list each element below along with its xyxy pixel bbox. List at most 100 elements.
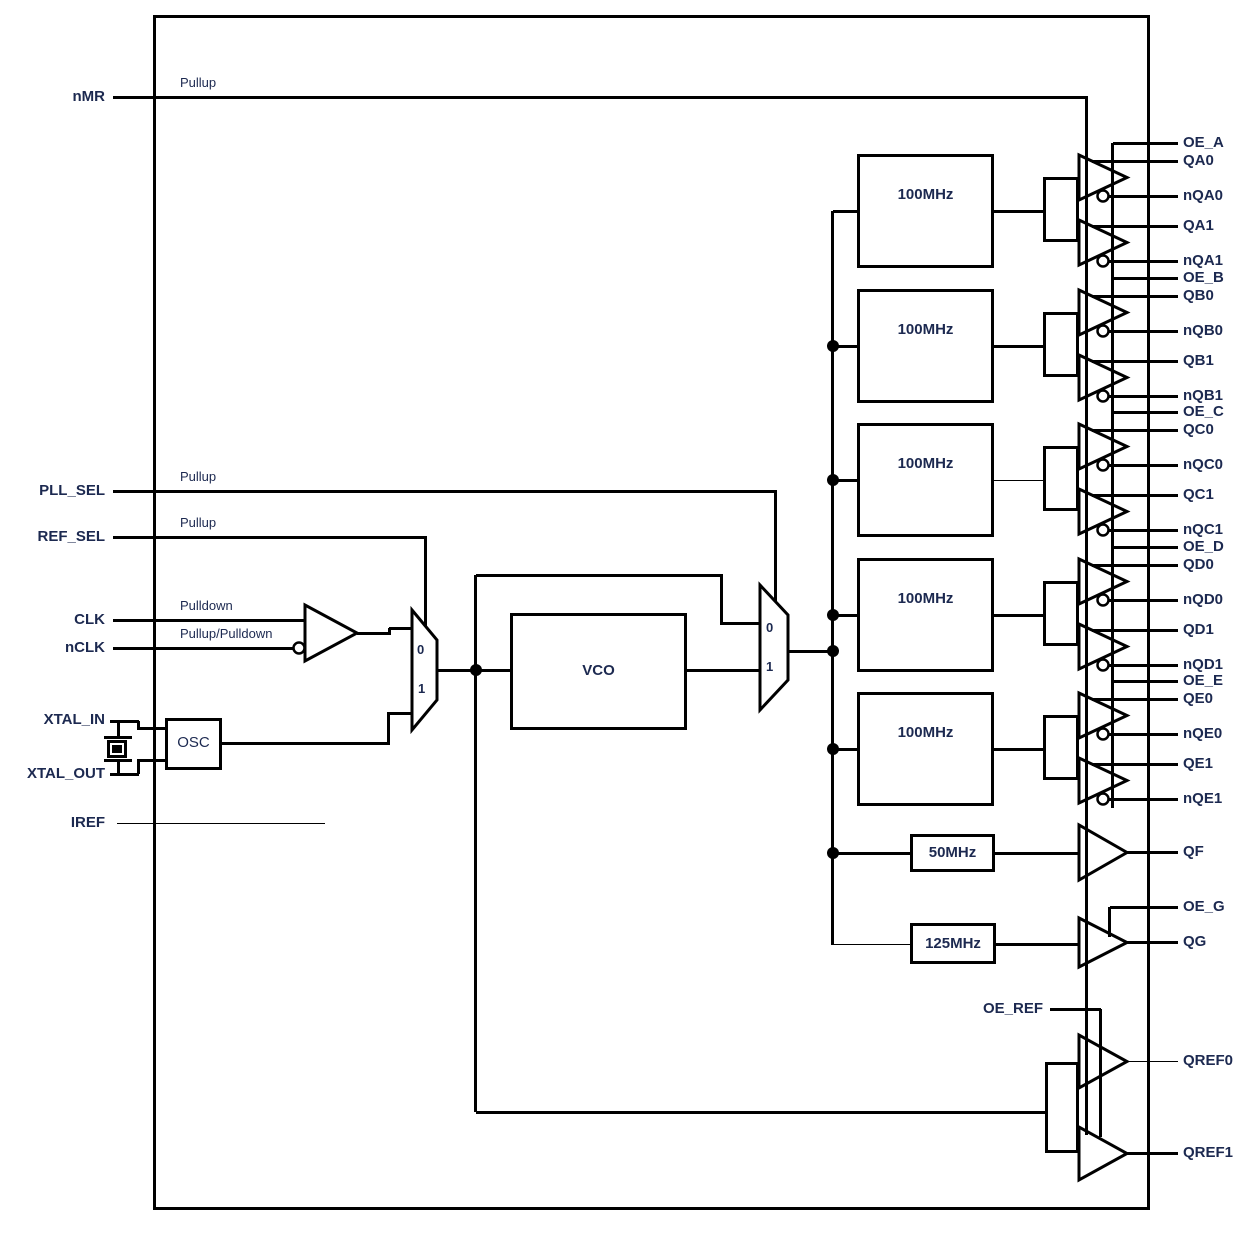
vco-block (510, 613, 687, 730)
pin-ref-sel: REF_SEL (37, 528, 105, 545)
clk-annotation: Pulldown (180, 598, 233, 613)
wire-nq1 (1109, 664, 1178, 667)
wire-q1 (1092, 225, 1178, 228)
wire-pll-sel (113, 490, 777, 493)
pin-q1: QE1 (1183, 755, 1214, 772)
wire-oe-vertical (1111, 278, 1114, 412)
wire-qg (1127, 941, 1178, 944)
crystal-lead (117, 721, 120, 737)
pin-nq0: nQA0 (1183, 187, 1224, 204)
pin-nq1: nQC1 (1183, 521, 1224, 538)
wire-50mhz-out (995, 852, 1079, 855)
divider-100mhz-block (857, 154, 994, 268)
chip-boundary (153, 15, 1150, 1210)
pin-qref1: QREF1 (1183, 1144, 1234, 1161)
crystal-core (112, 745, 122, 753)
divider-100mhz-label: 100MHz (897, 321, 954, 338)
wire-q0 (1092, 698, 1178, 701)
fanout-bracket (1043, 177, 1079, 242)
wire-oe-ref (1050, 1008, 1101, 1011)
wire-xtal-in (137, 721, 140, 729)
wire-buffer-out (388, 628, 391, 633)
wire-xtal-out (110, 773, 139, 776)
wire-xtal-out (137, 760, 140, 774)
wire-divider-in (833, 748, 857, 751)
wire-main-junction-vertical (474, 575, 477, 1112)
pin-nmr: nMR (72, 88, 106, 105)
wire-nq1 (1109, 798, 1178, 801)
fanout-bracket (1043, 446, 1079, 511)
wire-q1 (1092, 763, 1178, 766)
wire-xtal-in (137, 727, 165, 730)
wire-osc-out (222, 742, 390, 745)
pin-nq0: nQC0 (1183, 456, 1224, 473)
pin-q1: QC1 (1183, 486, 1214, 503)
wire-iref (117, 823, 325, 824)
wire-ref-sel-vertical (424, 537, 427, 626)
wire-nmr (113, 96, 1088, 99)
wire-pll-bypass (476, 574, 723, 577)
wire-divider-out (994, 210, 1043, 213)
wire-oe-vertical (1111, 681, 1114, 808)
wire-q0 (1092, 564, 1178, 567)
wire-pll-bypass (720, 622, 760, 625)
wire-q1 (1092, 629, 1178, 632)
pin-nq0: nQE0 (1183, 725, 1223, 742)
wire-divider-in (833, 345, 857, 348)
wire-pll-bypass (720, 575, 723, 624)
wire-oe-vertical (1111, 412, 1114, 547)
wire-q1 (1092, 360, 1178, 363)
divider-100mhz-block (857, 692, 994, 806)
pin-nq1: nQA1 (1183, 252, 1224, 269)
wire-nq1 (1109, 260, 1178, 263)
wire-ref-sel (113, 536, 427, 539)
nmr-annotation: Pullup (180, 75, 217, 90)
wire-qref0 (1127, 1061, 1178, 1062)
nclk-annotation: Pullup/Pulldown (180, 626, 273, 641)
pin-nq0: nQD0 (1183, 591, 1224, 608)
wire-125mhz-out (996, 943, 1079, 946)
pin-q0: QD0 (1183, 556, 1214, 573)
wire-distribution-vertical (831, 211, 834, 945)
wire-oe (1113, 546, 1178, 549)
wire-divider-out (994, 480, 1043, 481)
divider-100mhz-label: 100MHz (897, 186, 954, 203)
wire-divider-out (994, 748, 1043, 751)
pin-q0: QE0 (1183, 690, 1214, 707)
wire-buffer-out (389, 627, 412, 630)
wire-nq1 (1109, 395, 1178, 398)
divider-100mhz-block (857, 423, 994, 537)
pin-nq1: nQD1 (1183, 656, 1224, 673)
osc-label: OSC (177, 734, 210, 751)
ref-mux-input0-label: 0 (417, 642, 425, 657)
wire-divider-in (833, 614, 857, 617)
divider-100mhz-label: 100MHz (897, 724, 954, 741)
wire-oe (1113, 277, 1178, 280)
wire-nq1 (1109, 529, 1178, 532)
wire-nmr-vertical (1085, 97, 1088, 1135)
wire-125mhz-in (834, 944, 910, 945)
wire-vco-out (687, 669, 760, 672)
wire-xtal-out (137, 759, 165, 762)
crystal-lead (117, 760, 120, 774)
wire-qref1 (1127, 1152, 1178, 1155)
wire-buffer-out (357, 632, 391, 635)
osc-block (165, 718, 222, 770)
pin-oe: OE_C (1183, 403, 1224, 420)
wire-nclk (113, 647, 294, 650)
pin-q1: QD1 (1183, 621, 1214, 638)
pin-qref0: QREF0 (1183, 1052, 1234, 1069)
divider-125mhz-label: 125MHz (925, 935, 981, 952)
wire-nq0 (1109, 464, 1178, 467)
ref-sel-annotation: Pullup (180, 515, 217, 530)
wire-nq0 (1109, 599, 1178, 602)
pin-q0: QA0 (1183, 152, 1214, 169)
wire-nq0 (1109, 330, 1178, 333)
wire-oe-ref-vertical (1099, 1009, 1102, 1137)
vco-label: VCO (582, 662, 615, 679)
pin-q0: QB0 (1183, 287, 1214, 304)
pin-xtal-out: XTAL_OUT (26, 765, 105, 782)
pin-oe-ref: OE_REF (982, 1000, 1043, 1017)
wire-xtal-in (110, 720, 139, 723)
pin-pll-sel: PLL_SEL (39, 482, 105, 499)
